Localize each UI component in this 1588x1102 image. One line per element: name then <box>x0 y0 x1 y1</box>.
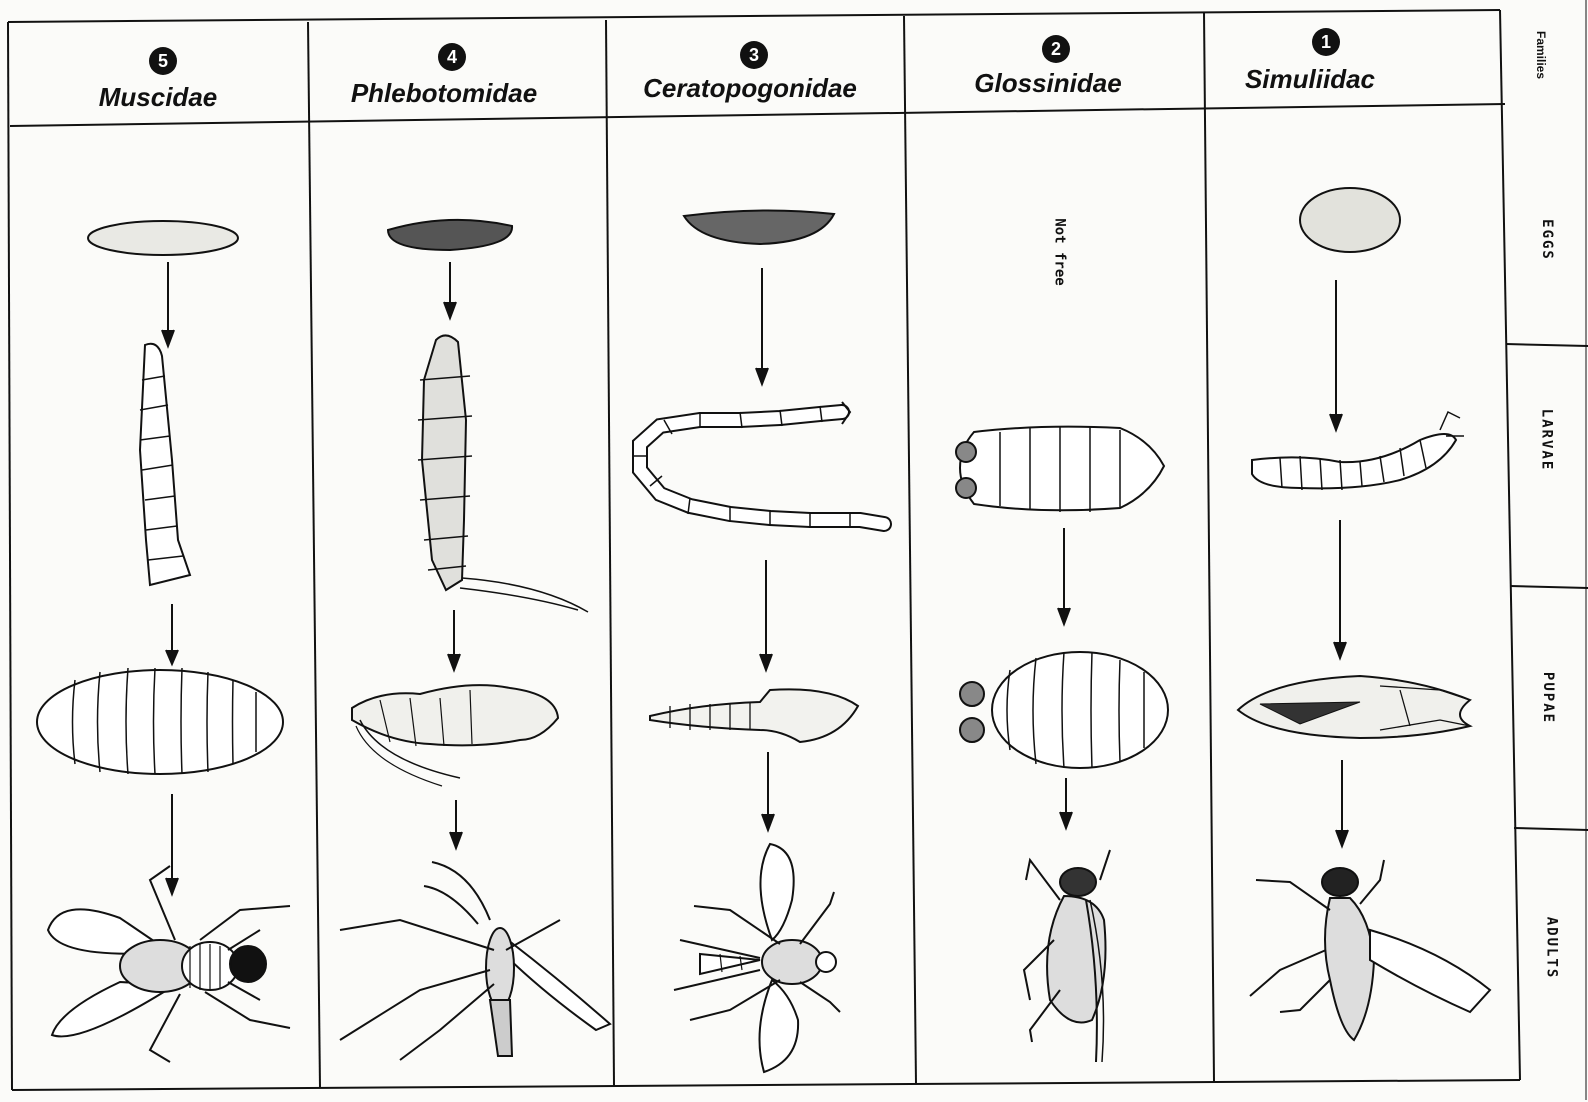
families-header-label: Families <box>1534 31 1548 79</box>
frame-left-line <box>8 22 12 1090</box>
phlebotomidae-egg <box>388 220 512 250</box>
stage-label-eggs: EGGS <box>1539 219 1555 261</box>
family-title-phlebotomidae: Phlebotomidae <box>304 78 584 109</box>
family-number-badge-ceratopogonidae: 3 <box>740 41 768 69</box>
muscidae-larva <box>140 344 190 585</box>
family-number-badge-muscidae: 5 <box>149 47 177 75</box>
ceratopogonidae-pupa <box>650 689 858 742</box>
stage-strip-divider-2 <box>1510 586 1588 588</box>
frame-top-line <box>8 10 1500 22</box>
glossinidae-column <box>956 426 1168 1062</box>
phlebotomidae-larva <box>422 335 466 590</box>
family-title-simuliidac: Simuliidac <box>1170 64 1450 95</box>
muscidae-adult-fly <box>48 866 290 1062</box>
column-divider-1 <box>308 22 320 1088</box>
family-number-badge-simuliidac: 1 <box>1312 28 1340 56</box>
stage-strip-divider-3 <box>1514 828 1588 830</box>
simuliidac-egg <box>1300 188 1400 252</box>
glossinidae-larva <box>960 427 1164 511</box>
stage-label-larvae: LARVAE <box>1538 409 1554 472</box>
frame-right-line <box>1500 10 1520 1080</box>
phlebotomidae-adult-fly <box>340 862 610 1060</box>
muscidae-column <box>37 221 290 1062</box>
family-number-badge-phlebotomidae: 4 <box>438 43 466 71</box>
column-divider-3 <box>904 16 916 1084</box>
simuliidac-adult-fly <box>1250 860 1490 1040</box>
glossinidae-egg-note: Not free <box>1052 218 1068 285</box>
ceratopogonidae-egg <box>684 210 834 244</box>
column-divider-4 <box>1204 12 1214 1082</box>
phlebotomidae-column <box>340 220 610 1060</box>
muscidae-egg <box>88 221 238 255</box>
stage-strip-divider-1 <box>1506 344 1588 346</box>
stage-label-pupae: PUPAE <box>1540 672 1556 724</box>
frame-bottom-line <box>12 1080 1520 1090</box>
glossinidae-adult-fly <box>1024 850 1110 1062</box>
simuliidac-larva <box>1252 434 1456 488</box>
family-number-badge-glossinidae: 2 <box>1042 35 1070 63</box>
glossinidae-pupa <box>992 652 1168 768</box>
family-title-muscidae: Muscidae <box>18 82 298 113</box>
phlebotomidae-pupa <box>352 685 558 745</box>
family-title-glossinidae: Glossinidae <box>908 68 1188 99</box>
column-divider-2 <box>606 20 614 1086</box>
ceratopogonidae-adult-fly <box>674 844 840 1072</box>
stage-label-adults: ADULTS <box>1543 917 1559 980</box>
simuliidac-column <box>1238 188 1490 1040</box>
ceratopogonidae-column <box>634 210 884 1072</box>
family-title-ceratopogonidae: Ceratopogonidae <box>605 73 895 104</box>
